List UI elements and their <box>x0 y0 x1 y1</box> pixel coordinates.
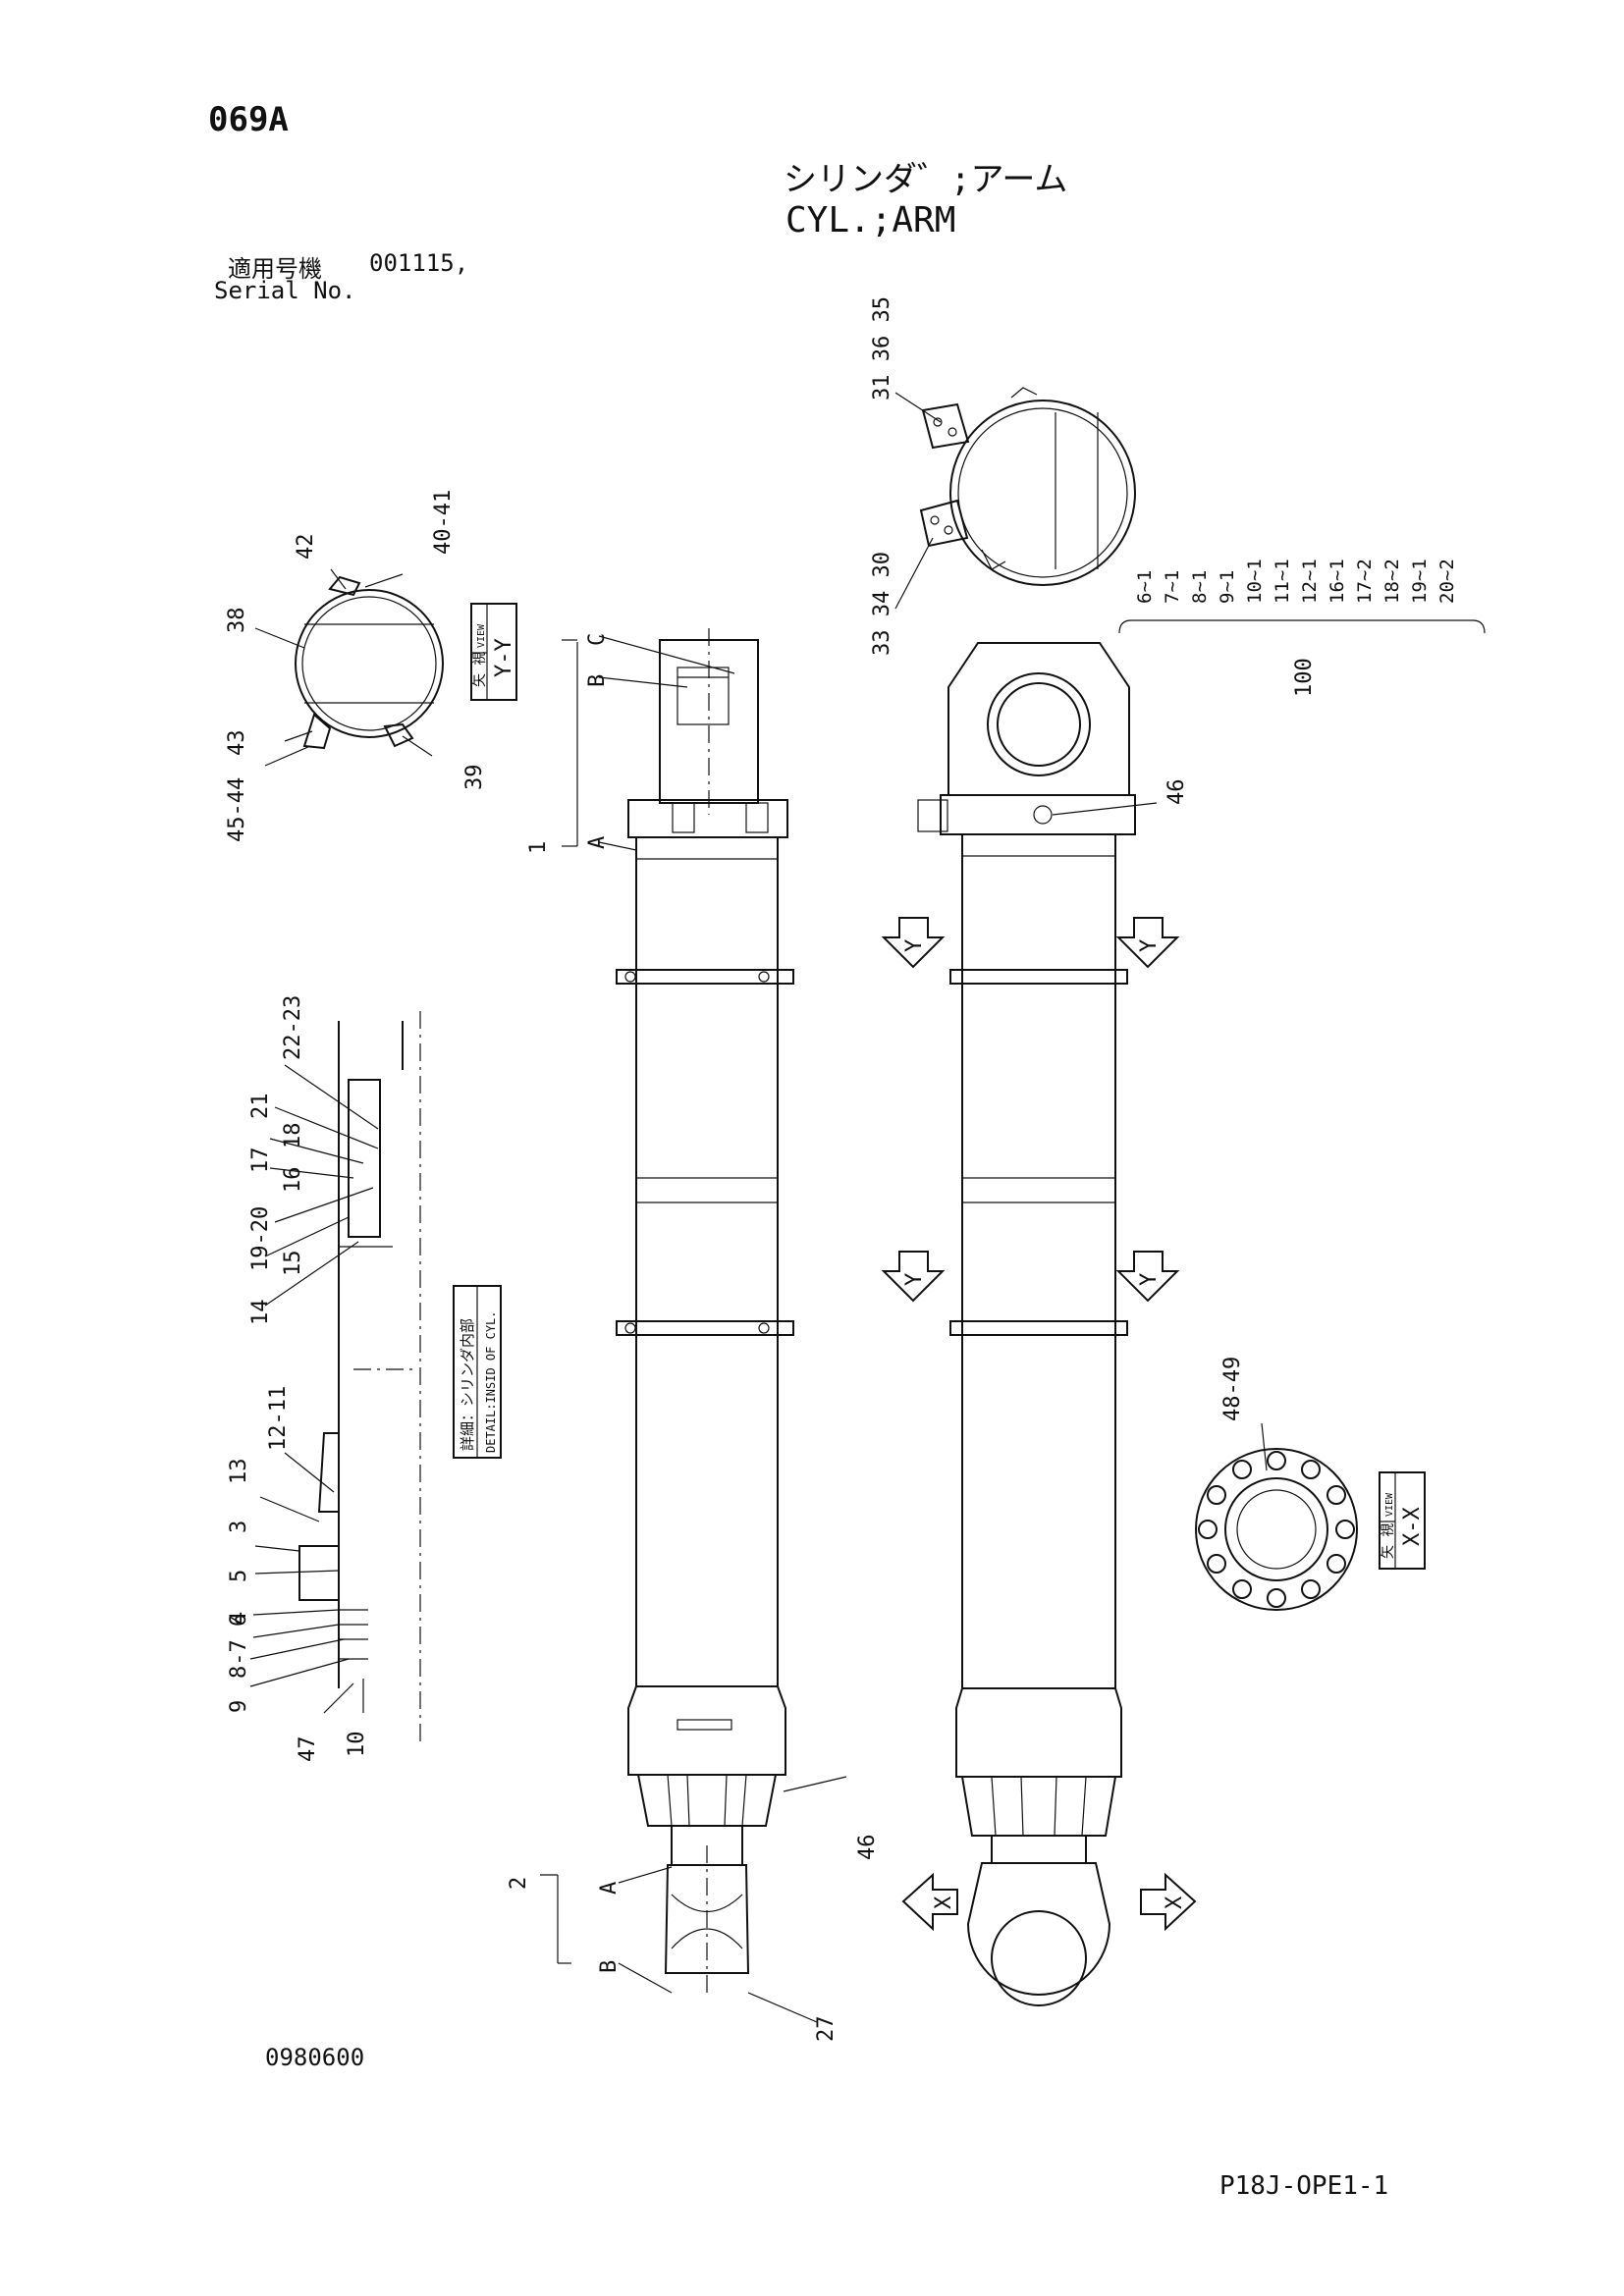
serial-label-japanese: 適用号機 <box>228 255 322 283</box>
kit-item: 6~1 <box>1134 570 1156 604</box>
callout-10: 10 <box>345 1732 369 1758</box>
pipe-clamp-upper <box>616 969 794 985</box>
rod-end-eye-side <box>664 1864 750 1974</box>
detail-inside-cylinder <box>298 1011 421 1747</box>
callout-3: 3 <box>227 1521 251 1533</box>
kit-item: 12~1 <box>1299 559 1321 604</box>
callout-14: 14 <box>248 1300 273 1326</box>
cylinder-barrel <box>635 836 779 1687</box>
kit-item: 8~1 <box>1189 570 1211 604</box>
detail-label-english: DETAIL:INSID OF CYL. <box>484 1311 498 1454</box>
section-view-yy <box>295 575 444 750</box>
view-xx-view: VIEW <box>1384 1492 1395 1517</box>
kit-item: 17~2 <box>1354 559 1376 604</box>
head-eye-block <box>947 642 1130 796</box>
callout-a-bottom: A <box>597 1882 622 1895</box>
callout-16: 16 <box>281 1167 305 1194</box>
callout-18: 18 <box>281 1123 305 1149</box>
kit-item: 10~1 <box>1244 559 1266 604</box>
callout-40-41: 40-41 <box>431 490 456 555</box>
callout-4: 4 <box>227 1612 251 1625</box>
rod-end-eye-front <box>966 1862 1111 1996</box>
detail-label-box: 詳細：シリンダ内部 DETAIL:INSID OF CYL. <box>453 1285 502 1459</box>
arrow-y-label: Y <box>902 1273 927 1286</box>
arrow-y-label: Y <box>902 939 927 952</box>
view-label-xx: 矢 視 VIEW X-X <box>1379 1471 1426 1570</box>
leader-lines <box>249 392 1486 2023</box>
head-collar <box>627 799 788 838</box>
callout-15: 15 <box>281 1251 305 1277</box>
callout-21: 21 <box>248 1094 273 1120</box>
seal-kit-list: 6~1 7~1 8~1 9~1 10~1 11~1 12~1 16~1 17~2… <box>1134 559 1458 604</box>
kit-item: 11~1 <box>1272 559 1293 604</box>
cylinder-bottom-head <box>627 1685 786 1776</box>
callout-8-7-6: 8-7 6 <box>227 1614 251 1679</box>
kit-item: 7~1 <box>1162 570 1183 604</box>
page-reference: P18J-OPE1-1 <box>1219 2171 1389 2201</box>
arrow-x-label: X <box>1163 1896 1187 1909</box>
callout-46-left: 46 <box>855 1835 880 1861</box>
kit-item: 19~1 <box>1409 559 1431 604</box>
view-xx-kanji: 矢 視 <box>1380 1523 1396 1559</box>
callout-38: 38 <box>225 608 249 634</box>
kit-item: 18~2 <box>1381 559 1403 604</box>
section-view-top <box>919 387 1136 586</box>
callout-b-top: B <box>585 674 610 687</box>
view-arrow-x <box>901 1872 1197 1932</box>
detail-label-japanese: 詳細：シリンダ内部 <box>459 1318 476 1451</box>
title-japanese: シリンダ゛;アーム <box>784 160 1068 199</box>
callout-2: 2 <box>507 1877 531 1890</box>
view-xx-name: X-X <box>1400 1507 1425 1546</box>
title-english: CYL.;ARM <box>785 200 956 240</box>
section-view-xx <box>1195 1448 1358 1611</box>
callout-48-49: 48-49 <box>1220 1357 1245 1421</box>
callout-42: 42 <box>294 534 318 561</box>
callout-19-20: 19-20 <box>248 1206 273 1271</box>
callout-17: 17 <box>248 1148 273 1174</box>
arrow-x-label: X <box>932 1896 956 1909</box>
callout-47: 47 <box>296 1736 320 1763</box>
callout-39: 39 <box>462 765 487 791</box>
callout-33-34-30: 33 34 30 <box>870 552 894 656</box>
callout-labels: 31 36 35 33 34 30 42 40-41 38 43 45-44 3… <box>225 296 1317 2042</box>
callout-5: 5 <box>227 1570 251 1582</box>
view-arrow-y-1 <box>881 917 1180 1303</box>
callout-45-44: 45-44 <box>225 777 249 842</box>
callout-12-11: 12-11 <box>266 1386 291 1451</box>
view-yy-view: VIEW <box>476 623 487 648</box>
callout-b-bottom: B <box>597 1960 622 1973</box>
view-label-yy: 矢 視 VIEW Y-Y <box>470 603 517 701</box>
page-code: 069A <box>208 100 289 139</box>
callout-43: 43 <box>225 730 249 757</box>
callout-9: 9 <box>227 1700 251 1713</box>
kit-item: 20~2 <box>1436 559 1458 604</box>
view-yy-name: Y-Y <box>492 638 516 677</box>
kit-item: 9~1 <box>1217 570 1238 604</box>
drawing-number: 0980600 <box>265 2044 365 2071</box>
callout-27: 27 <box>814 2016 839 2043</box>
callout-100: 100 <box>1292 658 1317 697</box>
view-yy-kanji: 矢 視 <box>472 652 488 687</box>
left-cylinder-view <box>616 628 794 1993</box>
serial-label-english: Serial No. <box>214 277 356 304</box>
callout-a-top: A <box>585 836 610 849</box>
callout-31-36-35: 31 36 35 <box>870 296 894 400</box>
callout-46-right: 46 <box>1164 779 1189 806</box>
right-cylinder-view <box>881 642 1197 2006</box>
arrow-y-label: Y <box>1137 1273 1162 1286</box>
front-barrel <box>961 833 1116 1689</box>
callout-1: 1 <box>526 841 551 854</box>
serial-value: 001115, <box>369 249 469 277</box>
kit-item: 16~1 <box>1326 559 1348 604</box>
callout-c-top: C <box>585 633 610 646</box>
callout-22-23: 22-23 <box>281 995 305 1060</box>
callout-13: 13 <box>227 1459 251 1485</box>
pipe-clamp-lower <box>616 1320 794 1336</box>
arrow-y-label: Y <box>1137 939 1162 952</box>
